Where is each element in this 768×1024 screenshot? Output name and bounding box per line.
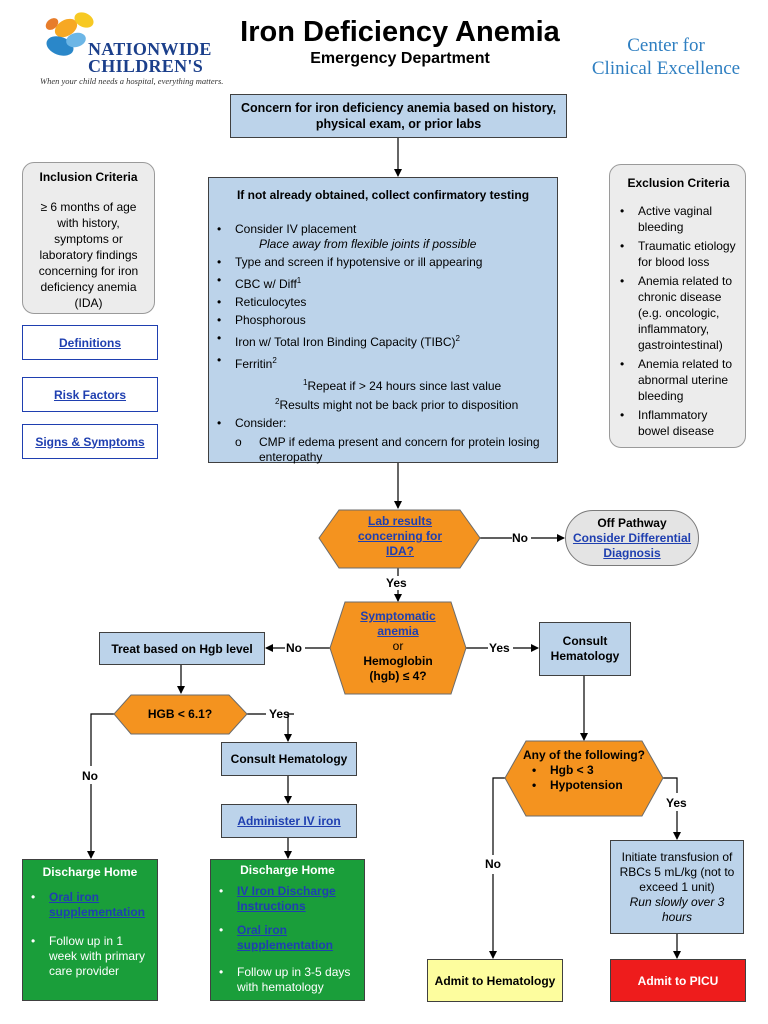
decision-any: Any of the following? Hgb < 3 Hypotensio…	[516, 748, 652, 793]
decision-lab-shape	[318, 509, 481, 569]
inclusion-text: ≥ 6 months of age with history, symptoms…	[38, 200, 139, 310]
off-pathway-box: Off Pathway Consider Differential Diagno…	[565, 510, 699, 566]
testing-item-retic: Reticulocytes	[217, 295, 549, 310]
testing-item-cbc: CBC w/ Diff1	[217, 273, 549, 292]
exclusion-item: Inflammatory bowel disease	[620, 407, 741, 439]
admit-picu-box: Admit to PICU	[610, 959, 746, 1002]
discharge-mid-list: IV Iron Discharge Instructions Oral iron…	[217, 884, 358, 998]
lab-results-link[interactable]: Lab results concerning for IDA?	[357, 514, 442, 558]
edge-label-no: No	[82, 769, 98, 783]
start-box: Concern for iron deficiency anemia based…	[230, 94, 567, 138]
arrow-any-no-a	[492, 777, 506, 855]
decision-or: or	[392, 639, 404, 653]
decision-hgb-shape	[113, 694, 248, 735]
transfusion-text: Initiate transfusion of RBCs 5 mL/kg (no…	[619, 849, 735, 894]
exclusion-title: Exclusion Criteria	[627, 176, 730, 190]
discharge-home-left: Discharge Home Oral iron supplementation…	[22, 859, 158, 1001]
decision-symptomatic: Symptomatic anemia or Hemoglobin (hgb) ≤…	[350, 609, 446, 684]
testing-item-phos: Phosphorous	[217, 313, 549, 328]
edge-label-no: No	[286, 641, 302, 655]
testing-note1: 1Repeat if > 24 hours since last value	[303, 378, 502, 393]
edge-label-no: No	[485, 857, 501, 871]
discharge-mid-title: Discharge Home	[240, 863, 335, 877]
transfusion-box: Initiate transfusion of RBCs 5 mL/kg (no…	[610, 840, 744, 934]
discharge-mid-item: Follow up in 3-5 days with hematology	[219, 965, 358, 995]
decision-any-list: Hgb < 3 Hypotension	[516, 763, 652, 793]
consult-hematology-right: Consult Hematology	[539, 622, 631, 676]
testing-item-ferritin: Ferritin2 1Repeat if > 24 hours since la…	[217, 353, 549, 413]
oral-iron-link-mid[interactable]: Oral iron supplementation	[237, 923, 334, 952]
exclusion-item: Anemia related to chronic disease (e.g. …	[620, 273, 741, 353]
edge-label-yes: Yes	[489, 641, 510, 655]
logo-line1: NATIONWIDE	[88, 39, 212, 59]
discharge-left-title: Discharge Home	[42, 865, 138, 879]
signs-symptoms-link[interactable]: Signs & Symptoms	[35, 434, 145, 449]
logo-line2: CHILDREN'S	[88, 56, 204, 76]
risk-factors-link[interactable]: Risk Factors	[53, 387, 127, 402]
page-subtitle: Emergency Department	[310, 50, 490, 67]
center-line1: Center for	[627, 35, 705, 56]
decision-hgb: HGB < 6.1?	[147, 707, 213, 721]
edge-label-yes: Yes	[666, 796, 687, 810]
treat-hgb-box: Treat based on Hgb level	[99, 632, 265, 665]
discharge-home-mid: Discharge Home IV Iron Discharge Instruc…	[210, 859, 365, 1001]
arrow-hgb-no-a	[90, 713, 114, 766]
discharge-mid-item[interactable]: IV Iron Discharge Instructions	[219, 884, 358, 914]
arrow-hgb-yes-b	[284, 713, 294, 742]
discharge-left-list: Oral iron supplementation Follow up in 1…	[29, 890, 151, 982]
testing-item-consider: Consider: o CMP if edema present and con…	[217, 416, 549, 465]
testing-iv-note: Place away from flexible joints if possi…	[259, 237, 477, 251]
exclusion-item: Anemia related to abnormal uterine bleed…	[620, 356, 741, 404]
decision-lab-results[interactable]: Lab results concerning for IDA?	[344, 514, 456, 559]
testing-list: Consider IV placement Place away from fl…	[217, 222, 549, 468]
center-line2: Clinical Excellence	[591, 58, 741, 79]
transfusion-note: Run slowly over 3 hours	[629, 894, 725, 924]
decision-any-item: Hypotension	[532, 778, 652, 793]
testing-note2: 2Results might not be back prior to disp…	[275, 397, 519, 412]
iv-iron-discharge-link[interactable]: IV Iron Discharge Instructions	[237, 884, 336, 913]
discharge-left-item[interactable]: Oral iron supplementation	[31, 890, 151, 920]
administer-iv-iron-box[interactable]: Administer IV iron	[221, 804, 357, 838]
decision-any-item: Hgb < 3	[532, 763, 652, 778]
exclusion-item: Active vaginal bleeding	[620, 203, 741, 235]
testing-item-iv: Consider IV placement Place away from fl…	[217, 222, 549, 252]
testing-title: If not already obtained, collect confirm…	[236, 188, 530, 202]
center-clinical-excellence: Center for Clinical Excellence	[576, 34, 756, 80]
edge-label-no: No	[512, 531, 528, 545]
admit-hematology-box: Admit to Hematology	[427, 959, 563, 1002]
definitions-link-box[interactable]: Definitions	[22, 325, 158, 360]
butterfly-icon	[45, 12, 94, 56]
differential-diagnosis-link[interactable]: Consider Differential Diagnosis	[572, 530, 692, 560]
edge-label-yes: Yes	[386, 576, 407, 590]
consult-hematology-mid: Consult Hematology	[221, 742, 357, 776]
testing-cmp: o CMP if edema present and concern for p…	[235, 435, 540, 464]
exclusion-criteria-box: Exclusion Criteria Active vaginal bleedi…	[609, 164, 746, 448]
logo-tagline: When your child needs a hospital, everyt…	[40, 76, 224, 86]
testing-item-iron: Iron w/ Total Iron Binding Capacity (TIB…	[217, 331, 549, 350]
edge-label-yes: Yes	[269, 707, 290, 721]
exclusion-list: Active vaginal bleeding Traumatic etiolo…	[616, 203, 741, 442]
exclusion-item: Traumatic etiology for blood loss	[620, 238, 741, 270]
administer-iv-iron-link[interactable]: Administer IV iron	[237, 814, 341, 828]
inclusion-criteria-box: Inclusion Criteria ≥ 6 months of age wit…	[22, 162, 155, 314]
testing-item-type-screen: Type and screen if hypotensive or ill ap…	[217, 255, 549, 270]
arrow-any-yes-a	[662, 777, 678, 793]
inclusion-title: Inclusion Criteria	[39, 170, 138, 184]
risk-factors-link-box[interactable]: Risk Factors	[22, 377, 158, 412]
nationwide-logo: NATIONWIDE CHILDREN'S When your child ne…	[36, 6, 236, 86]
decision-symptomatic-shape	[329, 601, 467, 695]
oral-iron-link[interactable]: Oral iron supplementation	[49, 890, 146, 919]
off-pathway-title: Off Pathway	[597, 515, 667, 530]
definitions-link[interactable]: Definitions	[59, 335, 121, 350]
decision-any-title: Any of the following?	[523, 748, 645, 762]
confirmatory-testing-box: If not already obtained, collect confirm…	[208, 177, 558, 464]
decision-hemoglobin: Hemoglobin (hgb) ≤ 4?	[363, 654, 433, 683]
discharge-left-item: Follow up in 1 week with primary care pr…	[31, 934, 151, 979]
symptomatic-anemia-link[interactable]: Symptomatic anemia	[360, 609, 436, 638]
signs-symptoms-link-box[interactable]: Signs & Symptoms	[22, 424, 158, 459]
page-title: Iron Deficiency Anemia	[240, 16, 560, 48]
discharge-mid-item[interactable]: Oral iron supplementation	[219, 923, 358, 953]
